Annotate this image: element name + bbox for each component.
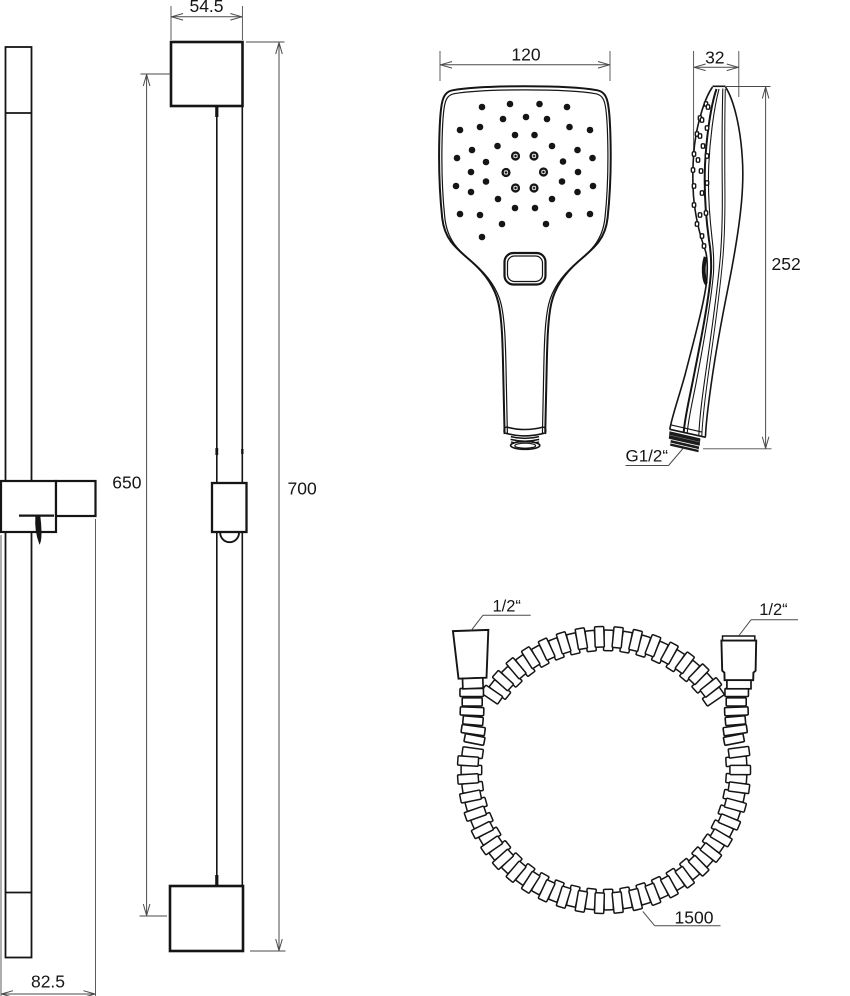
- svg-text:1/2“: 1/2“: [493, 598, 521, 616]
- svg-text:82.5: 82.5: [31, 972, 65, 992]
- svg-text:54.5: 54.5: [189, 0, 223, 16]
- svg-text:650: 650: [112, 473, 141, 493]
- svg-text:G1/2“: G1/2“: [626, 447, 669, 466]
- svg-text:32: 32: [705, 48, 724, 68]
- svg-text:700: 700: [288, 479, 317, 499]
- svg-text:1500: 1500: [675, 908, 714, 928]
- svg-text:120: 120: [511, 45, 540, 65]
- svg-text:252: 252: [772, 254, 801, 274]
- svg-text:1/2“: 1/2“: [759, 601, 787, 619]
